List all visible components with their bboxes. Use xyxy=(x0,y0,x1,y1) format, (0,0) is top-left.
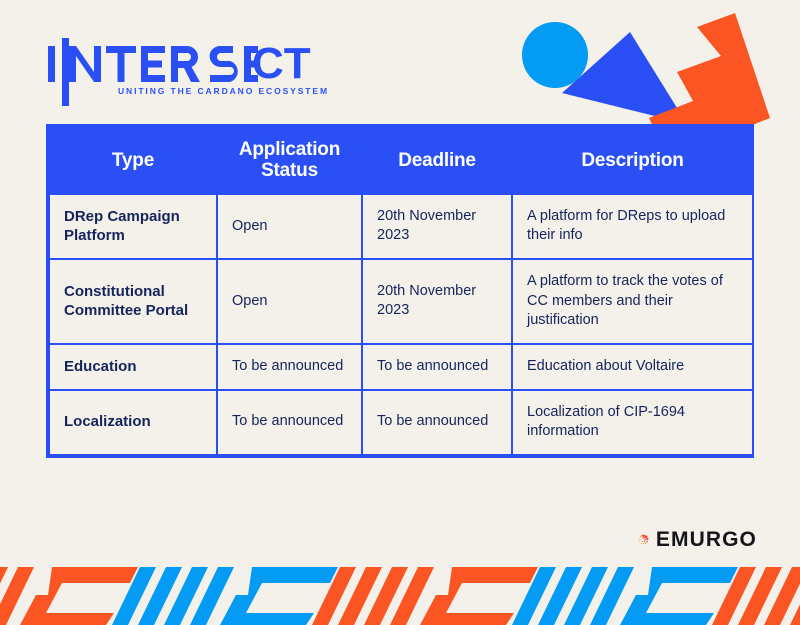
light-blue-circle-icon xyxy=(522,22,588,88)
column-header-status-line1: Application xyxy=(238,139,341,160)
table-row: DRep Campaign Platform Open 20th Novembe… xyxy=(48,192,754,261)
emurgo-spiral-icon xyxy=(638,534,649,545)
column-header-type: Type xyxy=(48,126,218,195)
emurgo-wordmark: EMURGO xyxy=(655,528,757,551)
cell-status: Open xyxy=(216,192,363,261)
intersect-wordmark-icon xyxy=(48,38,258,106)
blue-triangle-icon xyxy=(562,32,687,124)
cell-status: Open xyxy=(216,258,363,345)
table-row: Localization To be announced To be annou… xyxy=(48,388,754,456)
column-header-status-line2: Status xyxy=(261,160,318,182)
cell-type: DRep Campaign Platform xyxy=(48,192,218,261)
workstream-table: Type Application Status Deadline Descrip… xyxy=(46,124,754,458)
table-row: Education To be announced To be announce… xyxy=(48,342,754,391)
table-body: DRep Campaign Platform Open 20th Novembe… xyxy=(48,192,754,456)
orange-zigzag-icon xyxy=(649,13,770,135)
cell-description: A platform for DReps to upload their inf… xyxy=(511,192,754,261)
cell-description: Localization of CIP-1694 information xyxy=(511,388,754,456)
cell-type: Localization xyxy=(48,388,218,456)
cell-deadline: To be announced xyxy=(361,342,513,391)
chevron-pattern-icon xyxy=(0,567,800,625)
column-header-deadline: Deadline xyxy=(361,126,513,195)
cell-deadline: 20th November 2023 xyxy=(361,192,513,261)
table-row: Constitutional Committee Portal Open 20t… xyxy=(48,258,754,345)
cell-type: Constitutional Committee Portal xyxy=(48,258,218,345)
column-header-application-status: Application Status xyxy=(216,126,363,195)
cell-deadline: 20th November 2023 xyxy=(361,258,513,345)
emurgo-logo: EMURGO xyxy=(637,519,757,561)
bottom-chevron-band xyxy=(0,567,800,625)
intersect-wordmark-tail: CT xyxy=(252,39,311,88)
logo-tagline: UNITING THE CARDANO ECOSYSTEM xyxy=(118,86,329,96)
column-header-description: Description xyxy=(511,126,754,195)
table-header: Type Application Status Deadline Descrip… xyxy=(48,126,754,195)
cell-description: A platform to track the votes of CC memb… xyxy=(511,258,754,345)
cell-status: To be announced xyxy=(216,388,363,456)
cell-deadline: To be announced xyxy=(361,388,513,456)
cell-description: Education about Voltaire xyxy=(511,342,754,391)
cell-type: Education xyxy=(48,342,218,391)
cell-status: To be announced xyxy=(216,342,363,391)
table-header-row: Type Application Status Deadline Descrip… xyxy=(48,126,754,195)
intersect-logo: CT UNITING THE CARDANO ECOSYSTEM xyxy=(46,38,346,110)
